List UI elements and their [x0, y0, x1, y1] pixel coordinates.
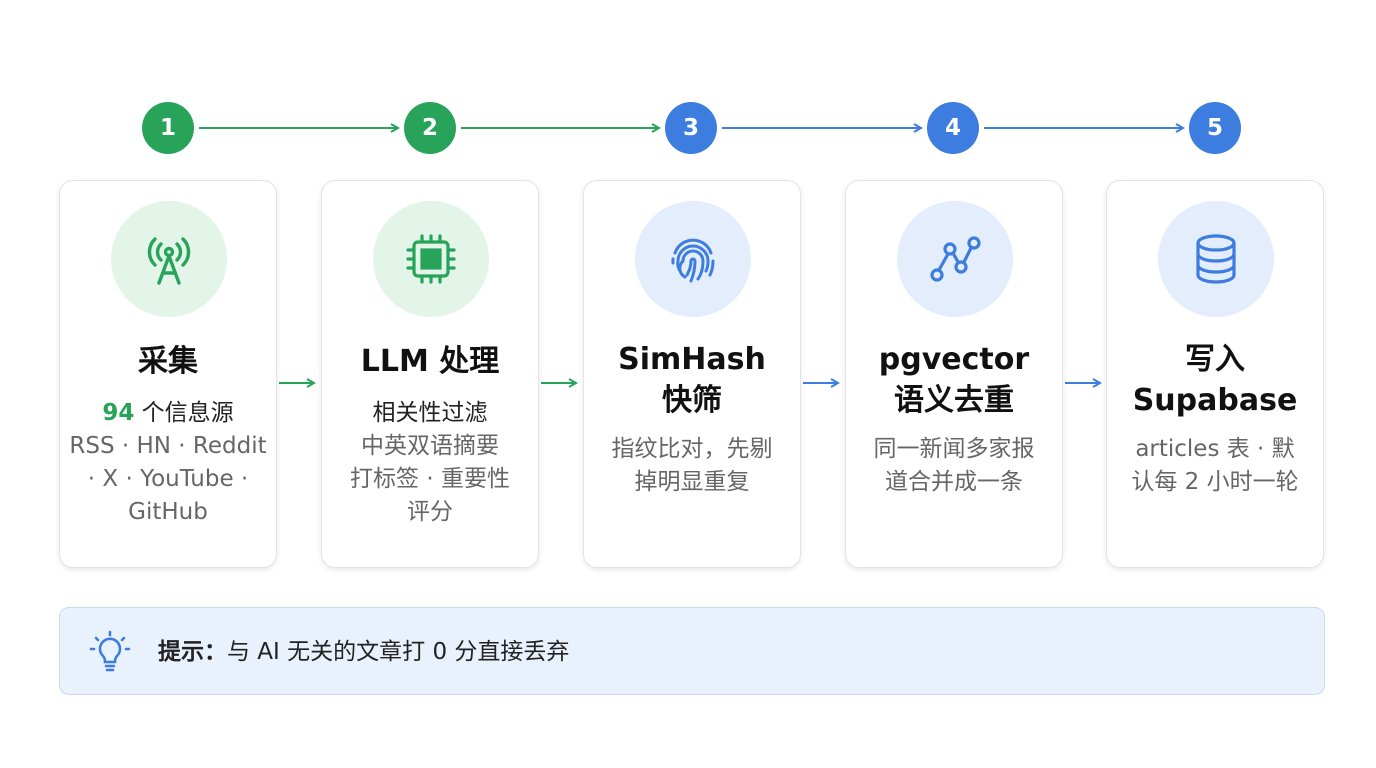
card-title: SimHash 快筛	[584, 339, 800, 421]
card-body-line: 中英双语摘要	[361, 433, 499, 459]
source-count: 94	[102, 400, 135, 426]
card-body-line: 打标签 · 重要性	[350, 466, 510, 492]
step-card-llm: LLM 处理 相关性过滤 中英双语摘要 打标签 · 重要性 评分	[321, 180, 539, 568]
card-body-line: 评分	[407, 499, 453, 525]
database-icon	[1158, 201, 1274, 317]
source-count-suffix: 个信息源	[134, 400, 234, 426]
card-body-line: · X · YouTube ·	[87, 466, 249, 492]
card-body-line: 同一新闻多家报	[873, 436, 1035, 462]
tip-label: 提示：	[158, 639, 227, 665]
tip-message: 与 AI 无关的文章打 0 分直接丢弃	[227, 639, 570, 665]
card-title: 采集	[138, 344, 198, 379]
card-body: 相关性过滤 中英双语摘要 打标签 · 重要性 评分	[330, 397, 530, 529]
step-badge-1: 1	[142, 102, 194, 154]
card-title-line: 写入	[1185, 342, 1245, 377]
card-body: 指纹比对，先剔 掉明显重复	[592, 433, 792, 499]
card-body: articles 表 · 默 认每 2 小时一轮	[1115, 433, 1315, 499]
antenna-broadcast-icon	[111, 201, 227, 317]
step-badge-5: 5	[1189, 102, 1241, 154]
card-body-line: 指纹比对，先剔	[611, 436, 773, 462]
card-title-line: 语义去重	[894, 383, 1014, 418]
step-card-pgvector: pgvector 语义去重 同一新闻多家报 道合并成一条	[845, 180, 1063, 568]
card-body-line: RSS · HN · Reddit	[69, 433, 267, 459]
card-title-line: Supabase	[1132, 383, 1298, 418]
step-badge-2: 2	[404, 102, 456, 154]
card-body-line: GitHub	[128, 499, 208, 525]
lightbulb-icon	[89, 630, 131, 672]
source-count-line: 94 个信息源	[68, 397, 268, 430]
step-badge-3: 3	[665, 102, 717, 154]
card-title-line: 快筛	[662, 383, 722, 418]
tip-box: 提示：与 AI 无关的文章打 0 分直接丢弃	[59, 607, 1325, 695]
card-body-line: 掉明显重复	[634, 469, 750, 495]
step-badge-4: 4	[927, 102, 979, 154]
card-title: 写入 Supabase	[1107, 339, 1323, 421]
card-title: LLM 处理	[360, 344, 500, 379]
card-title-line: pgvector	[878, 342, 1030, 377]
card-body-line: articles 表 · 默	[1135, 436, 1295, 462]
vector-graph-icon	[897, 201, 1013, 317]
step-number-row: 1 2 3 4 5	[0, 0, 1376, 160]
card-body: 同一新闻多家报 道合并成一条	[854, 433, 1054, 499]
card-title: pgvector 语义去重	[846, 339, 1062, 421]
fingerprint-icon	[635, 201, 751, 317]
tip-text: 提示：与 AI 无关的文章打 0 分直接丢弃	[158, 635, 569, 669]
step-card-simhash: SimHash 快筛 指纹比对，先剔 掉明显重复	[583, 180, 801, 568]
card-body-line: 认每 2 小时一轮	[1131, 469, 1299, 495]
card-body: 94 个信息源 RSS · HN · Reddit · X · YouTube …	[68, 397, 268, 529]
card-subtitle: 相关性过滤	[372, 400, 488, 426]
step-card-supabase: 写入 Supabase articles 表 · 默 认每 2 小时一轮	[1106, 180, 1324, 568]
cpu-chip-icon	[373, 201, 489, 317]
card-title-line: SimHash	[618, 342, 766, 377]
step-card-collect: 采集 94 个信息源 RSS · HN · Reddit · X · YouTu…	[59, 180, 277, 568]
card-body-line: 道合并成一条	[885, 469, 1023, 495]
